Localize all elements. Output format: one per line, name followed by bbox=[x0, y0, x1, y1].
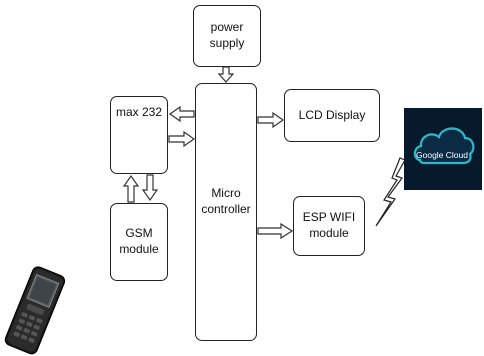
arrow-mcu-to-esp bbox=[257, 222, 294, 240]
arrow-gsm-to-max232 bbox=[122, 174, 140, 203]
max232-block: max 232 bbox=[110, 96, 168, 174]
max232-label: max 232 bbox=[115, 105, 163, 119]
gsm-label-line2: module bbox=[119, 242, 159, 256]
lcd-display-block: LCD Display bbox=[284, 89, 380, 142]
esp-wifi-block: ESP WIFI module bbox=[293, 196, 365, 256]
wireless-signal-icon bbox=[375, 157, 406, 227]
arrow-power-to-mcu bbox=[217, 66, 235, 83]
gsm-module-block: GSM module bbox=[110, 203, 168, 281]
power-supply-block: power supply bbox=[193, 5, 261, 67]
mobile-phone-icon bbox=[4, 266, 66, 355]
esp-label-line1: ESP WIFI bbox=[302, 210, 356, 225]
arrow-mcu-to-lcd bbox=[257, 111, 285, 129]
gsm-label-line1: GSM bbox=[125, 226, 153, 241]
esp-label-line2: module bbox=[309, 226, 349, 240]
lcd-label: LCD Display bbox=[298, 107, 366, 122]
microcontroller-block: Micro controller bbox=[195, 83, 257, 341]
arrow-mcu-to-max232 bbox=[168, 105, 195, 123]
google-cloud-icon: Google Cloud bbox=[404, 108, 482, 190]
mcu-label-line1: Micro bbox=[211, 186, 241, 201]
arrow-max232-to-gsm bbox=[141, 174, 159, 202]
cloud-label: Google Cloud bbox=[416, 150, 468, 160]
mcu-label-line2: controller bbox=[201, 202, 251, 216]
arrow-max232-to-mcu bbox=[168, 130, 196, 148]
power-supply-label: power supply bbox=[209, 20, 245, 50]
